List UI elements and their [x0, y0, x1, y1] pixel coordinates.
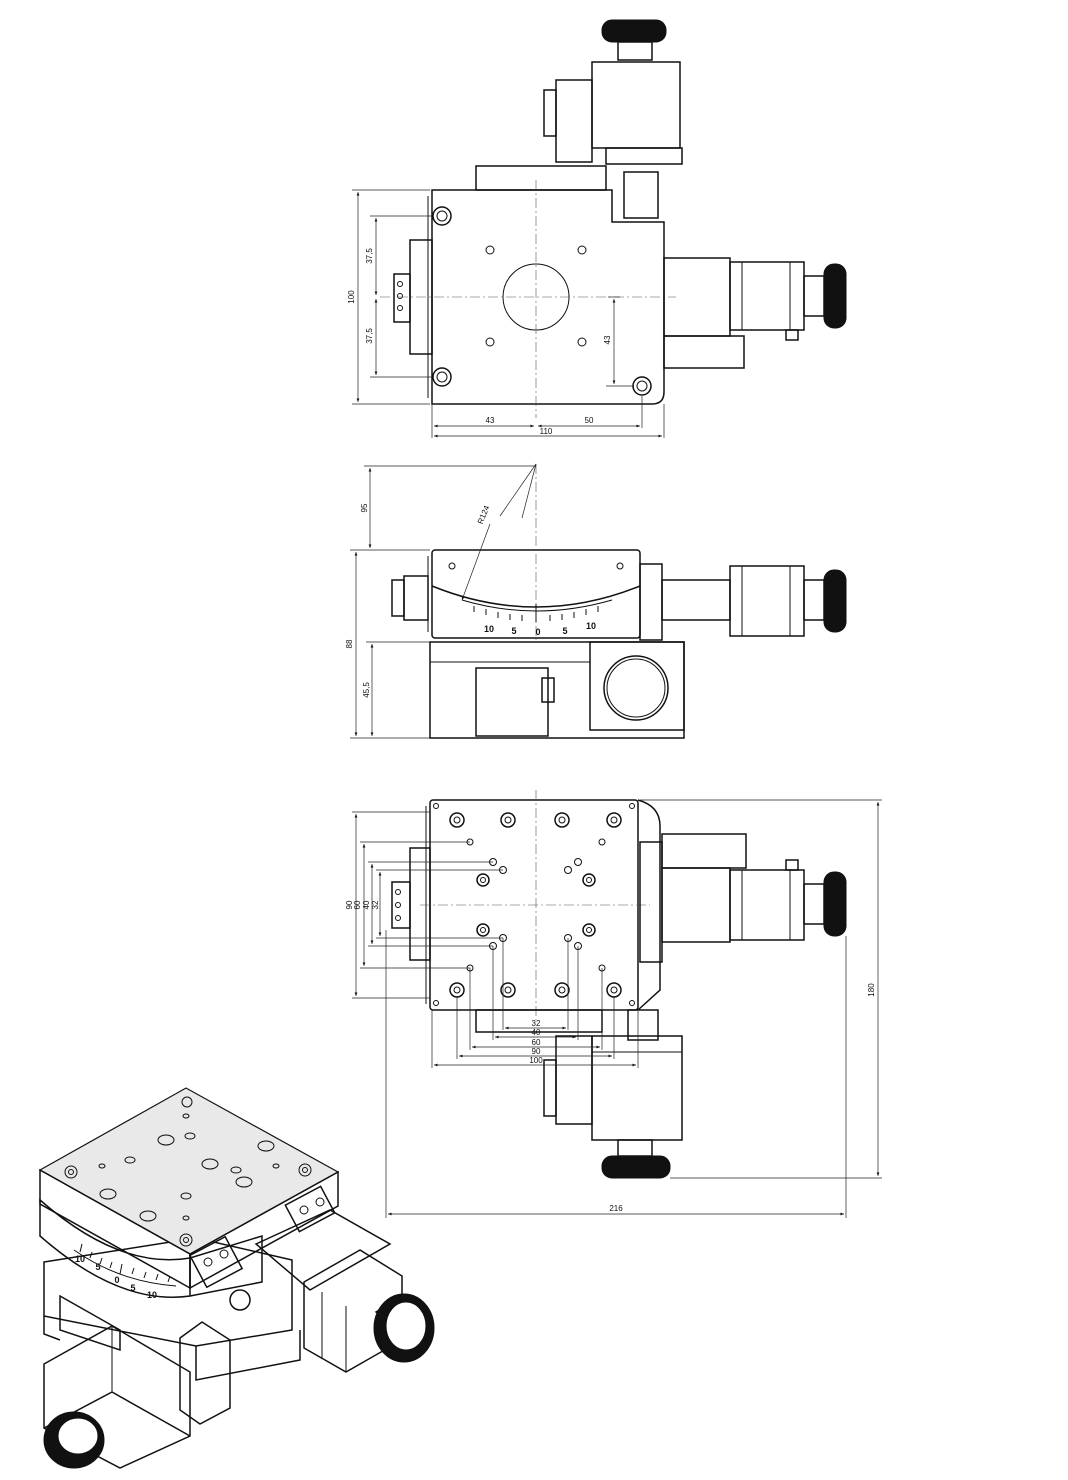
iso-scale-label-10-left: 10 [75, 1254, 85, 1264]
side-dimensions [350, 465, 536, 739]
dim-top-43-vertical: 43 [603, 335, 612, 344]
side-goniometer-upper [391, 463, 641, 640]
dim-bottom-h60: 60 [532, 1038, 541, 1047]
side-scale-label-10-right: 10 [586, 621, 596, 631]
side-scale-label-10-left: 10 [484, 624, 494, 634]
dim-top-50: 50 [585, 416, 594, 425]
side-scale-ticks [473, 604, 599, 622]
bottom-motor-lower [475, 1009, 683, 1179]
dim-bottom-h90: 90 [532, 1047, 541, 1056]
dim-top-37-5-lower: 37,5 [365, 328, 374, 344]
iso-scale-label-10-right: 10 [147, 1290, 157, 1300]
bottom-dimensions [352, 799, 882, 1218]
top-motor-right [663, 257, 847, 369]
top-dimensions [352, 189, 665, 438]
iso-rotary-ring [39, 1198, 263, 1298]
dim-top-110: 110 [540, 427, 553, 436]
iso-scale-ticks [79, 1243, 171, 1283]
top-view: 100 37,5 37,5 43 43 50 110 [347, 19, 847, 438]
iso-view: 10 5 0 5 10 [38, 1087, 435, 1469]
side-scale-label-0: 0 [535, 627, 540, 637]
bottom-motor-right [639, 833, 847, 963]
bottom-view: 90 60 40 32 32 40 60 90 100 180 216 [345, 790, 882, 1218]
dim-bottom-h40: 40 [532, 1028, 541, 1037]
iso-side-clamps [188, 1185, 336, 1311]
dim-side-95: 95 [360, 503, 369, 512]
iso-scale-label-0: 0 [114, 1275, 119, 1285]
dim-bottom-h100: 100 [529, 1056, 543, 1065]
iso-scale-label-5-left: 5 [95, 1262, 100, 1272]
top-plate [380, 180, 676, 418]
dim-top-37-5-upper: 37,5 [365, 248, 374, 264]
iso-motor-left [43, 1321, 231, 1469]
top-motor-upper [475, 19, 683, 219]
side-view: 10 5 0 5 10 95 R124 88 45,5 [345, 463, 847, 739]
iso-scale-label-5-right: 5 [130, 1283, 135, 1293]
side-scale-label-5-left: 5 [511, 626, 516, 636]
dim-side-45-5: 45,5 [362, 682, 371, 698]
bottom-holes [433, 803, 635, 1006]
side-base-stage [429, 641, 685, 739]
dim-bottom-v90: 90 [345, 900, 354, 909]
dim-bottom-h32: 32 [532, 1019, 541, 1028]
dim-side-88: 88 [345, 639, 354, 648]
dim-bottom-v32: 32 [371, 900, 380, 909]
iso-top-plate [38, 1087, 340, 1290]
dim-bottom-v60: 60 [353, 900, 362, 909]
side-scale-label-5-right: 5 [562, 626, 567, 636]
iso-motor-right [254, 1209, 435, 1373]
dim-bottom-216: 216 [609, 1204, 623, 1213]
dim-bottom-v40: 40 [362, 900, 371, 909]
dim-top-43: 43 [486, 416, 495, 425]
dim-side-radius: R124 [476, 504, 492, 526]
side-motor-right [639, 563, 847, 641]
dim-top-100: 100 [347, 290, 356, 304]
dim-bottom-180: 180 [867, 983, 876, 997]
